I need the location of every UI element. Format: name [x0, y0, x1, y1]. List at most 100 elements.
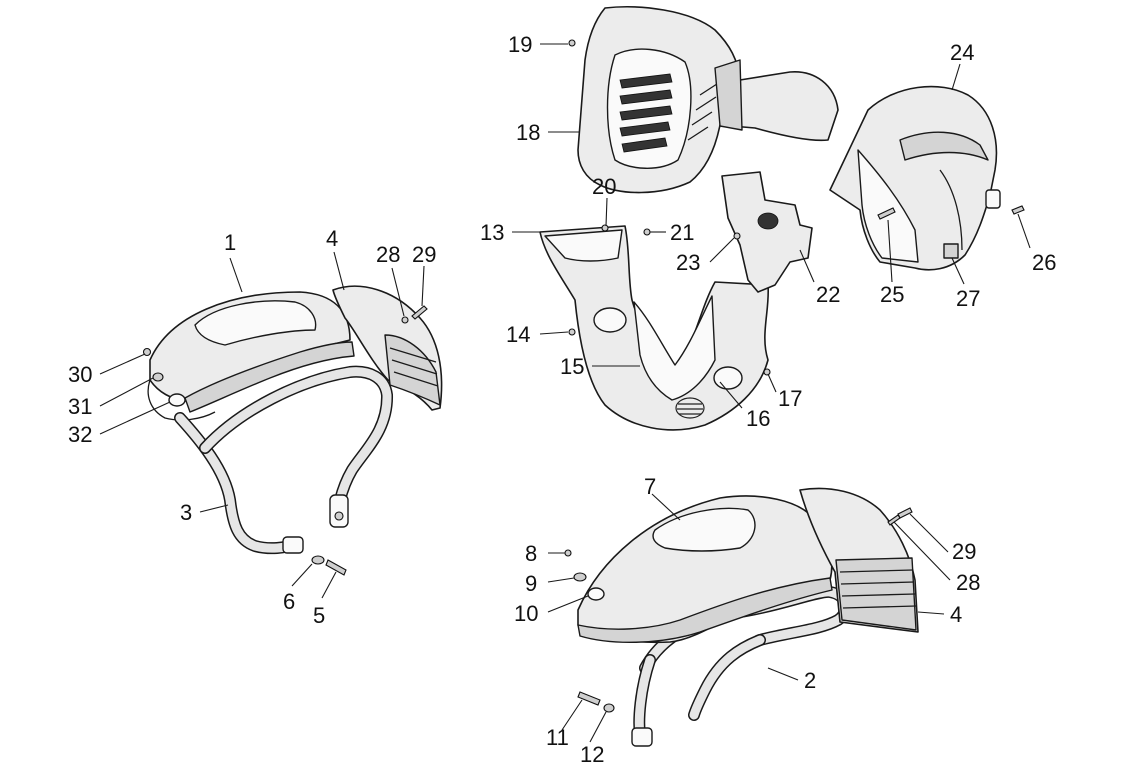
- leader-25: [887, 219, 893, 283]
- leader-11: [561, 699, 583, 731]
- rear-cover-assembly: [829, 85, 1025, 271]
- callout-7: 7: [644, 474, 656, 499]
- leader-24: [951, 63, 961, 91]
- rear-cover-tab: [985, 189, 1001, 209]
- leader-29b: [909, 513, 949, 553]
- side-trim-panel-face: [384, 334, 441, 406]
- rear-cover-strap: [899, 131, 989, 161]
- screw-icon: [897, 507, 913, 519]
- callout-15: 15: [560, 354, 584, 379]
- leader-12: [589, 711, 607, 743]
- callout-4-rear: 4: [950, 602, 962, 627]
- rear-mudguard-shell: [577, 495, 833, 644]
- callout-22: 22: [816, 282, 840, 307]
- washer-icon: [573, 572, 587, 582]
- screw-small-icon: [733, 232, 741, 240]
- callout-25: 25: [880, 282, 904, 307]
- leader-9: [547, 577, 575, 583]
- callout-labels: 1 2 3 4 4 5 6 7 8 9 10 11 12 13 14 15 16…: [68, 32, 1056, 767]
- leader-10: [547, 595, 589, 613]
- screw-small-icon: [142, 347, 152, 357]
- support-bracket-right: [329, 494, 349, 528]
- nut-icon: [887, 514, 901, 526]
- callout-11: 11: [546, 725, 569, 750]
- screw-small-icon: [643, 228, 651, 236]
- callout-12: 12: [580, 742, 604, 767]
- leader-31: [99, 377, 154, 407]
- rear-fender-assembly: [564, 487, 919, 747]
- screw-small-icon: [763, 368, 771, 376]
- callout-29-front: 29: [412, 242, 436, 267]
- callout-28-rear: 28: [956, 570, 980, 595]
- screw-icon: [411, 305, 428, 320]
- bracket-hole-icon: [334, 511, 344, 521]
- bracket-grill-icon: [757, 212, 779, 230]
- mudguard-inner-edge: [147, 379, 216, 421]
- leader-27: [951, 257, 965, 285]
- washer-icon: [603, 703, 615, 713]
- inner-shield-hole: [593, 307, 627, 333]
- rear-side-trim-lines: [839, 569, 917, 609]
- callout-1: 1: [224, 230, 236, 255]
- leader-29a: [421, 265, 425, 307]
- fender-support-arch-shade: [200, 367, 392, 505]
- callout-6: 6: [283, 589, 295, 614]
- leader-32: [99, 401, 171, 435]
- screw-small-icon: [568, 328, 576, 336]
- callout-5: 5: [313, 603, 325, 628]
- leader-4b: [917, 611, 945, 615]
- leader-7: [651, 493, 681, 521]
- callout-31: 31: [68, 394, 92, 419]
- callout-24: 24: [950, 40, 974, 65]
- callout-13: 13: [480, 220, 504, 245]
- callout-3: 3: [180, 500, 192, 525]
- leader-6: [291, 563, 313, 587]
- callout-2: 2: [804, 668, 816, 693]
- leader-28a: [391, 267, 405, 317]
- glovebox-assembly: [539, 6, 839, 431]
- speaker-grill-icon: [675, 397, 705, 419]
- screw-small-icon: [601, 224, 609, 232]
- callout-27: 27: [956, 286, 980, 311]
- leader-16: [719, 381, 743, 409]
- leader-26: [1017, 213, 1031, 249]
- nut-icon: [401, 316, 409, 324]
- bolt-icon: [577, 691, 601, 706]
- rear-side-trim-face: [835, 557, 917, 631]
- leader-28b: [893, 521, 951, 581]
- mounting-bracket: [721, 171, 813, 293]
- leader-22: [799, 249, 815, 283]
- washer-small-icon: [152, 372, 164, 382]
- vent-slot: [619, 105, 673, 121]
- callout-17: 17: [778, 386, 802, 411]
- vent-slot: [619, 121, 671, 137]
- callout-20: 20: [592, 174, 616, 199]
- leader-1: [229, 257, 243, 293]
- fender-support-bar-shade: [175, 413, 301, 553]
- speaker-grill-lines: [677, 403, 703, 415]
- callout-19: 19: [508, 32, 532, 57]
- leader-17: [767, 373, 777, 393]
- callout-30: 30: [68, 362, 92, 387]
- leader-23: [709, 237, 735, 263]
- callout-18: 18: [516, 120, 540, 145]
- screw-small-icon: [568, 39, 576, 47]
- leader-2: [767, 667, 799, 681]
- mudguard-top-recess: [194, 300, 317, 346]
- rear-mudguard-top: [652, 507, 756, 552]
- grommet-icon: [168, 393, 186, 407]
- rear-mudguard-side-band: [577, 577, 833, 643]
- leader-20: [605, 197, 608, 227]
- screw-icon: [877, 207, 896, 220]
- front-fender-assembly: [142, 285, 443, 576]
- callout-28-front: 28: [376, 242, 400, 267]
- mudguard-side-band: [184, 341, 355, 413]
- rear-fender-support-leg: [688, 634, 766, 721]
- bolt-icon: [325, 559, 347, 576]
- callout-16: 16: [746, 406, 770, 431]
- vent-slot: [621, 137, 668, 153]
- vent-slot: [619, 89, 673, 105]
- callout-10: 10: [514, 601, 538, 626]
- callout-29-rear: 29: [952, 539, 976, 564]
